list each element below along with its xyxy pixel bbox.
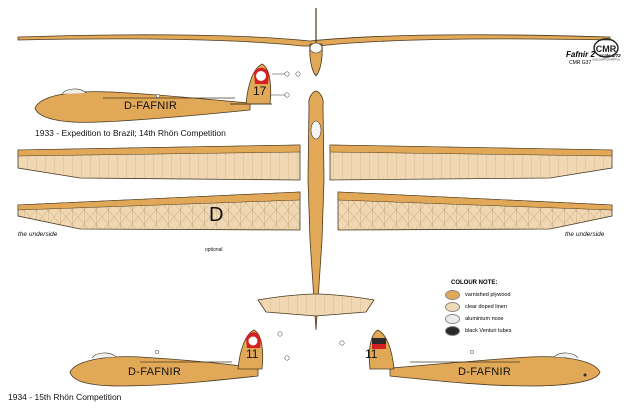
contest-number-11-left: 11 bbox=[246, 347, 259, 361]
legend-label: varnished plywood bbox=[465, 292, 511, 298]
side-view-1934-right bbox=[339, 329, 601, 387]
legend-item: varnished plywood bbox=[445, 289, 511, 301]
front-view bbox=[17, 8, 611, 77]
legend-item: clear doped linen bbox=[445, 301, 511, 313]
registration-1934-right: D-FAFNIR bbox=[458, 366, 512, 378]
legend-label: black Venturi tubes bbox=[465, 328, 512, 334]
underside-label-right: the underside bbox=[565, 231, 605, 238]
underwing-d: D bbox=[209, 204, 223, 226]
caption-1933: 1933 - Expedition to Brazil; 14th Rhön C… bbox=[35, 128, 226, 138]
swatch-plywood bbox=[445, 290, 460, 300]
planform-upper bbox=[17, 144, 613, 181]
logo-letters: CMR bbox=[596, 44, 617, 54]
model-name: Fafnir 2 bbox=[566, 50, 595, 59]
scale-note: scale 1/72 bbox=[599, 53, 621, 58]
swatch-linen bbox=[445, 302, 460, 312]
kit-code: CMR G37 bbox=[569, 60, 592, 66]
title-block: Fafnir 2 scale 1/72 bbox=[566, 44, 621, 62]
side-view-1933 bbox=[34, 63, 301, 123]
legend-label: aluminium nose bbox=[465, 316, 504, 322]
caption-1934: 1934 - 15th Rhön Competition bbox=[8, 392, 122, 402]
legend-item: aluminium nose bbox=[445, 313, 511, 325]
registration-1934-left: D-FAFNIR bbox=[128, 366, 182, 378]
legend-item: black Venturi tubes bbox=[445, 325, 511, 337]
swatch-black bbox=[445, 326, 460, 336]
contest-number-17: 17 bbox=[253, 84, 267, 98]
registration-1933: D-FAFNIR bbox=[124, 100, 178, 112]
fuselage-top-view bbox=[257, 90, 375, 331]
contest-number-11-right: 11 bbox=[365, 347, 378, 361]
logo-tagline: COLLOVATICA ARTICA bbox=[592, 58, 620, 62]
optional-note: optional bbox=[205, 247, 223, 253]
underside-label-left: the underside bbox=[18, 231, 58, 238]
cmr-logo: CMR COLLOVATICA ARTICA bbox=[592, 38, 620, 62]
legend-heading: COLOUR NOTE: bbox=[451, 280, 498, 286]
colour-legend: COLOUR NOTE: varnished plywood clear dop… bbox=[445, 280, 511, 337]
planform-lower bbox=[17, 191, 613, 231]
side-view-1934-left bbox=[69, 329, 290, 387]
underwing-letter: D bbox=[209, 204, 223, 226]
legend-label: clear doped linen bbox=[465, 304, 507, 310]
swatch-aluminium bbox=[445, 314, 460, 324]
